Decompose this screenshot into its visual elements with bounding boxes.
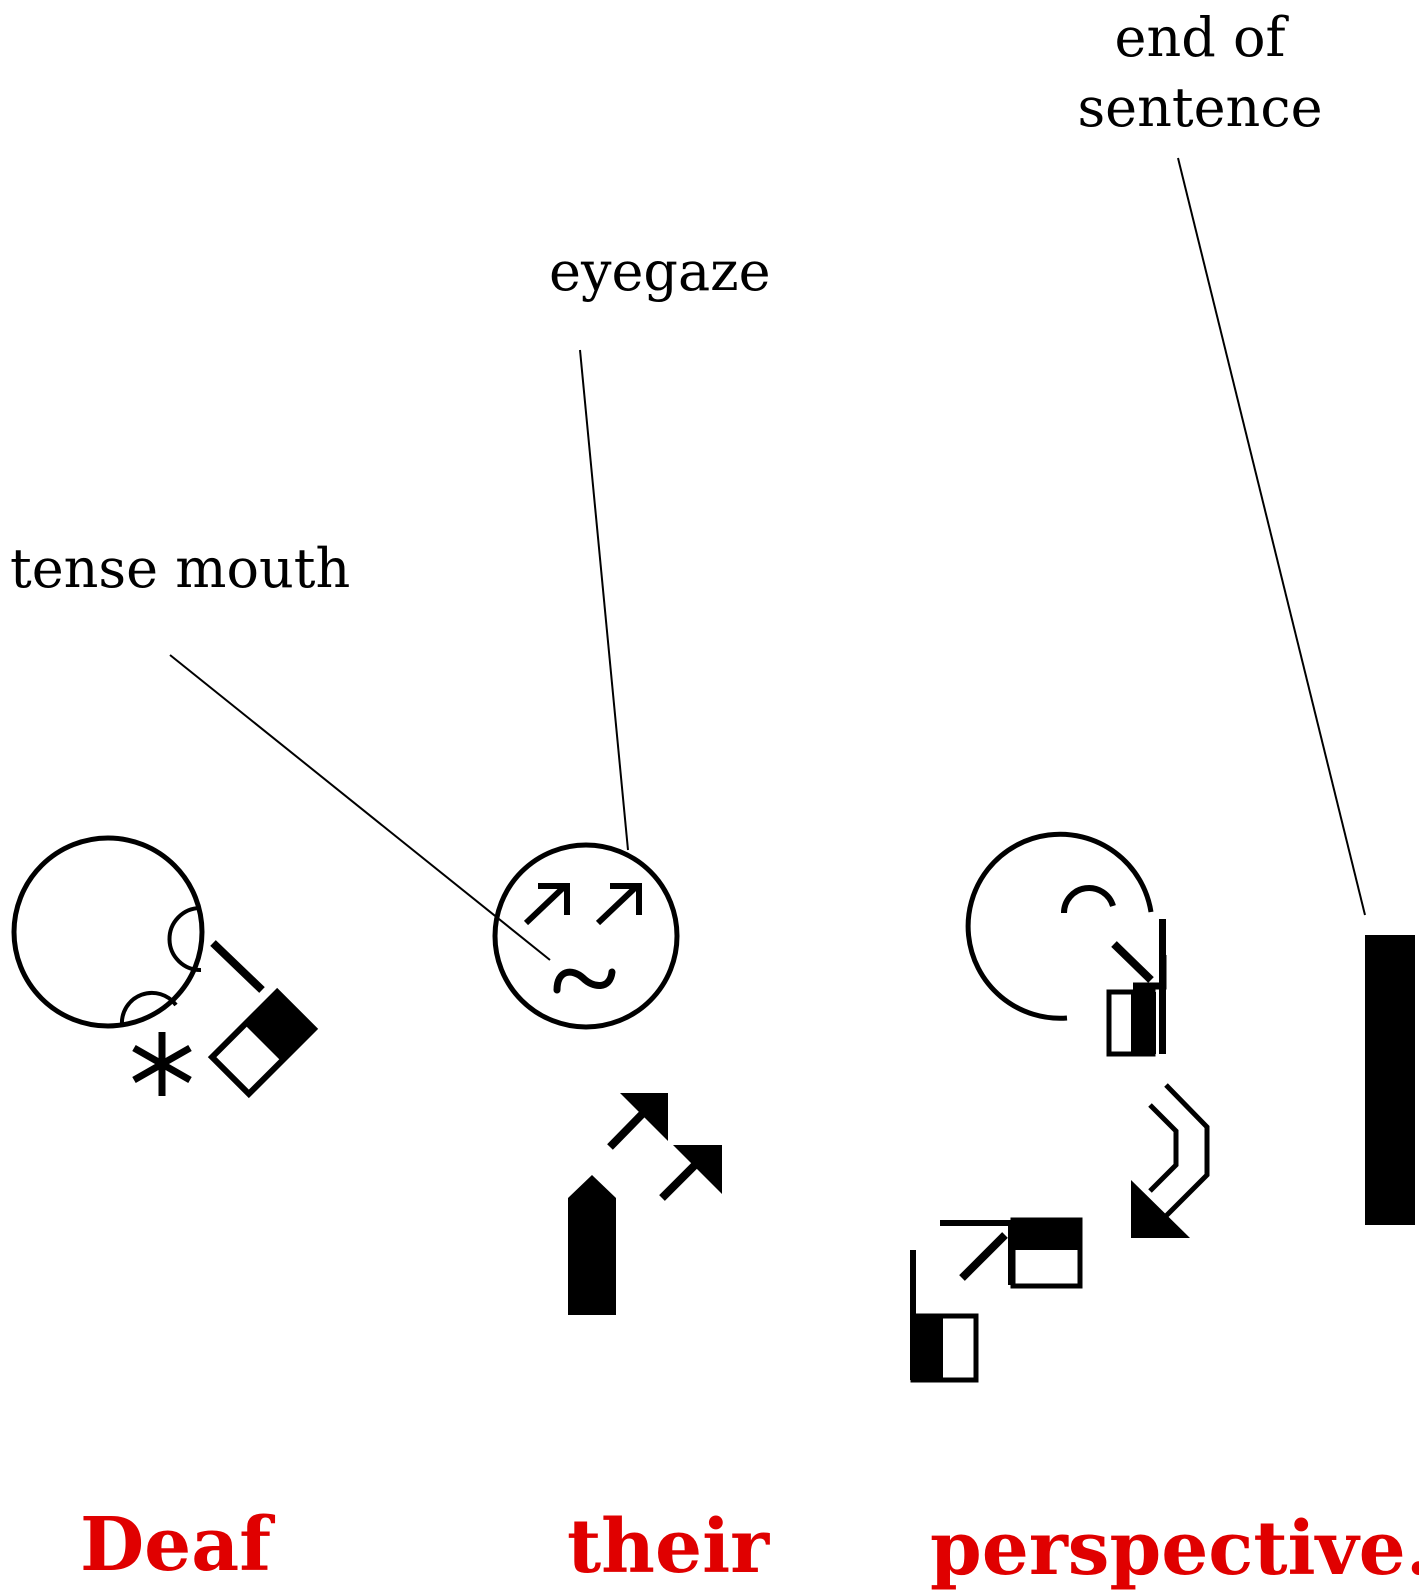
perspective-double-arc-arrow-icon xyxy=(1131,1083,1210,1238)
gloss-perspective: perspective. xyxy=(930,1506,1419,1592)
tense-mouth-label: tense mouth xyxy=(10,537,351,600)
tense-mouth-leader xyxy=(169,654,551,961)
gloss-deaf: Deaf xyxy=(80,1502,272,1588)
eyegaze-leader xyxy=(579,349,629,851)
their-sign xyxy=(492,842,722,1315)
perspective-lower-left-handshape-icon xyxy=(910,1250,979,1383)
eyegaze-label: eyegaze xyxy=(549,240,771,303)
eyegaze-arrow-right-icon xyxy=(595,883,642,926)
end-of-sentence-label-line2: sentence xyxy=(1077,76,1323,139)
their-movement-arrow-lower-icon xyxy=(659,1145,722,1201)
perspective-diagonal-arrow-icon xyxy=(1111,941,1167,990)
gloss-their: their xyxy=(567,1504,770,1590)
perspective-lower-right-handshape-icon xyxy=(1010,1217,1083,1289)
eyegaze-arrow-left-icon xyxy=(523,883,570,926)
deaf-head-icon xyxy=(11,835,205,1029)
touch-star-icon xyxy=(132,1032,192,1096)
tense-mouth-icon xyxy=(553,968,616,994)
end-of-sentence-leader xyxy=(1177,157,1366,916)
perspective-eye-icon xyxy=(1061,885,1116,914)
deaf-mouth-contact-icon xyxy=(119,990,178,1026)
their-handshape-icon xyxy=(568,1175,616,1315)
end-of-sentence-bar-icon xyxy=(1365,935,1415,1225)
perspective-sign xyxy=(910,831,1210,1383)
deaf-handshape-icon xyxy=(207,940,319,1099)
deaf-ear-contact-icon xyxy=(167,906,202,973)
deaf-sign xyxy=(11,835,319,1099)
perspective-head-icon xyxy=(965,831,1154,1021)
end-of-sentence-label-line1: end of xyxy=(1114,6,1286,69)
their-head-icon xyxy=(492,842,680,1030)
perspective-lower-hand-arrow-icon xyxy=(940,1220,1014,1285)
their-movement-arrow-upper-icon xyxy=(607,1093,668,1150)
